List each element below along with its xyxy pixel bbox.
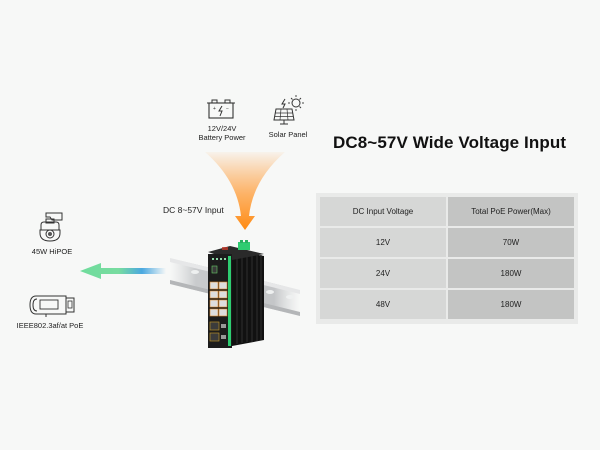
table-row: 12V 70W: [320, 228, 574, 257]
poe-output-arrow: [80, 261, 166, 281]
industrial-poe-switch: [204, 240, 266, 348]
svg-text:−: −: [226, 106, 229, 112]
poe-standard-label: IEEE802.3af/at PoE: [16, 321, 84, 330]
cell-power: 180W: [448, 259, 574, 288]
table-row: 48V 180W: [320, 290, 574, 319]
table-header-row: DC Input Voltage Total PoE Power(Max): [320, 197, 574, 226]
spec-table: DC Input Voltage Total PoE Power(Max) 12…: [318, 195, 576, 321]
solar-panel-label: Solar Panel: [268, 130, 308, 139]
header-total-poe-power: Total PoE Power(Max): [448, 197, 574, 226]
hipoe-label: 45W HiPOE: [31, 247, 73, 256]
header-dc-input-voltage: DC Input Voltage: [320, 197, 446, 226]
cell-power: 180W: [448, 290, 574, 319]
svg-text:+: +: [213, 106, 216, 112]
battery-power-text: Battery Power: [198, 133, 246, 142]
cell-voltage: 24V: [320, 259, 446, 288]
cell-voltage: 48V: [320, 290, 446, 319]
bullet-camera-icon: [28, 292, 76, 318]
dc-input-label: DC 8~57V Input: [163, 205, 224, 215]
table-row: 24V 180W: [320, 259, 574, 288]
cell-voltage: 12V: [320, 228, 446, 257]
battery-voltage-text: 12V/24V: [207, 124, 237, 133]
ptz-camera-icon: [36, 209, 66, 243]
battery-icon: + −: [206, 97, 236, 121]
battery-power-label: 12V/24V Battery Power: [190, 124, 254, 142]
solar-panel-icon: [272, 94, 306, 126]
page-title: DC8~57V Wide Voltage Input: [333, 133, 567, 152]
power-terminal: [238, 242, 250, 250]
cell-power: 70W: [448, 228, 574, 257]
input-power-arrow: [205, 152, 285, 232]
